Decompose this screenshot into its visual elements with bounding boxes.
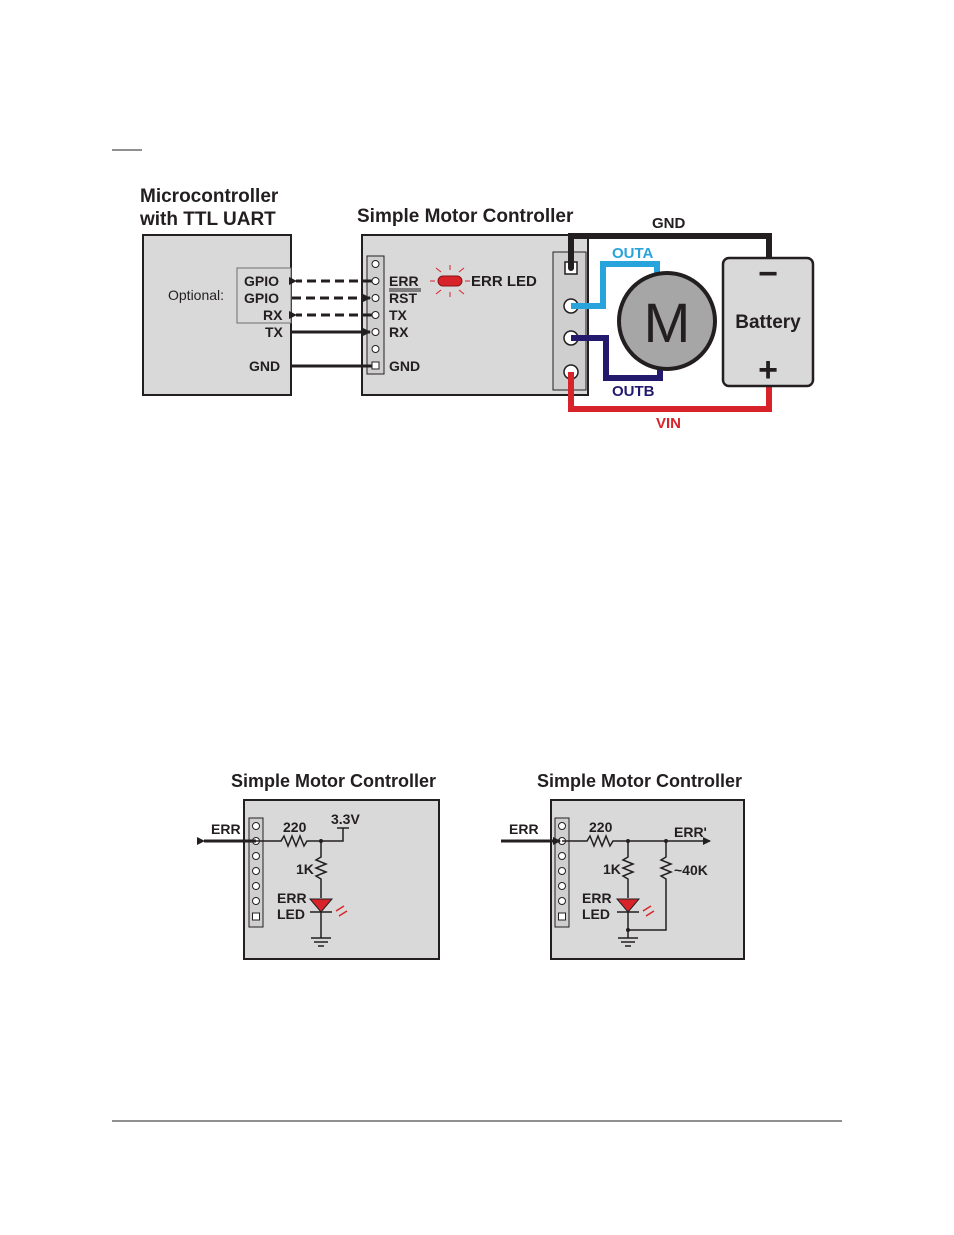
bottom-right-schematic: Simple Motor Controller ERR 220 ERR' 1K … [501, 771, 744, 959]
br-header-hole-6 [559, 898, 566, 905]
br-header-hole-7 [559, 913, 566, 920]
bl-header-hole-6 [253, 898, 260, 905]
mcu-title-line1: Microcontroller [140, 186, 279, 207]
br-header-hole-4 [559, 868, 566, 875]
err-led-label: ERR LED [471, 273, 537, 290]
smc-title: Simple Motor Controller [357, 206, 574, 227]
br-err-label: ERR [509, 821, 539, 837]
mcu-pin-gpio-1: GPIO [244, 273, 279, 289]
br-header-hole-3 [559, 853, 566, 860]
bl-err-label: ERR [211, 821, 241, 837]
header-hole-6 [372, 346, 379, 353]
header-hole-err [372, 278, 379, 285]
smc-pin-rx: RX [389, 324, 409, 340]
header-hole-rx [372, 329, 379, 336]
br-title: Simple Motor Controller [537, 771, 742, 791]
header-hole-gnd [372, 362, 379, 369]
header-hole-1 [372, 261, 379, 268]
battery-minus: − [758, 255, 778, 293]
br-err-out-label: ERR' [674, 824, 707, 840]
top-wiring-diagram: Microcontroller with TTL UART Optional: … [139, 186, 813, 432]
bl-supply-label: 3.3V [331, 811, 360, 827]
bl-header-hole-1 [253, 823, 260, 830]
battery-label: Battery [735, 312, 801, 333]
br-r2-label: 1K [603, 861, 621, 877]
smc-pin-err: ERR [389, 273, 419, 289]
bl-header-hole-4 [253, 868, 260, 875]
bl-header-hole-7 [253, 913, 260, 920]
mcu-pin-tx: TX [265, 324, 284, 340]
bottom-left-schematic: Simple Motor Controller ERR 220 3.3V 1K … [204, 771, 439, 959]
bl-header-hole-5 [253, 883, 260, 890]
motor-label: M [644, 291, 691, 354]
optional-label: Optional: [168, 287, 224, 303]
header-hole-rst [372, 295, 379, 302]
br-led-label-1: ERR [582, 890, 612, 906]
mcu-pin-rx: RX [263, 307, 283, 323]
gnd-wire-label: GND [652, 215, 686, 232]
header-hole-tx [372, 312, 379, 319]
bl-r1-label: 220 [283, 819, 307, 835]
bl-led-label-2: LED [277, 906, 305, 922]
br-header-hole-5 [559, 883, 566, 890]
outa-label: OUTA [612, 245, 654, 262]
smc-pin-rst: RST [389, 290, 417, 306]
br-board [551, 800, 744, 959]
smc-pin-tx: TX [389, 307, 408, 323]
br-r3-label: ~40K [674, 862, 708, 878]
vin-label: VIN [656, 415, 681, 432]
bl-r2-label: 1K [296, 861, 314, 877]
battery-plus: + [758, 351, 778, 389]
bl-led-label-1: ERR [277, 890, 307, 906]
terminal-gnd-dot [568, 265, 574, 271]
br-led-label-2: LED [582, 906, 610, 922]
smc-pin-gnd: GND [389, 358, 420, 374]
bl-title: Simple Motor Controller [231, 771, 436, 791]
bl-header-hole-3 [253, 853, 260, 860]
mcu-title-line2: with TTL UART [139, 209, 276, 230]
outb-label: OUTB [612, 383, 655, 400]
mcu-pin-gpio-2: GPIO [244, 290, 279, 306]
br-header-hole-1 [559, 823, 566, 830]
mcu-pin-gnd: GND [249, 358, 280, 374]
br-r1-label: 220 [589, 819, 613, 835]
